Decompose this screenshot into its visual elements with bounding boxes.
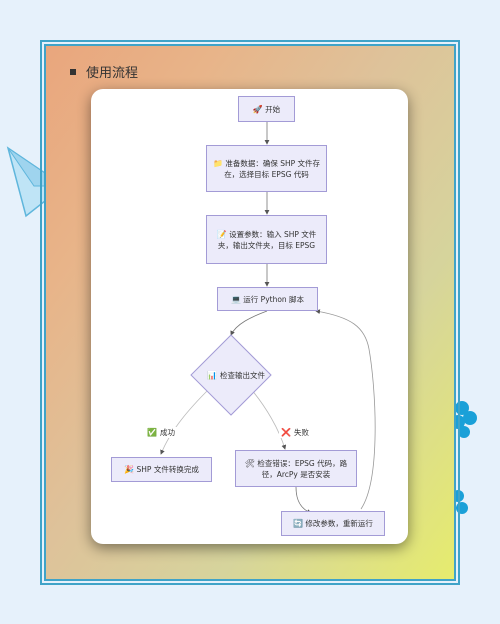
node-check: 📊 检查输出文件 [197,362,275,388]
edge-label-failure: ❌ 失败 [279,427,311,438]
decision-diamond [190,334,272,416]
edge-label-success: ✅ 成功 [145,427,177,438]
flowchart-connectors [160,122,376,514]
bullet-square-icon [70,68,76,75]
memo-icon: 📝 [216,229,227,239]
frame-border [40,40,460,585]
edge-debug-retry [295,486,312,514]
node-prepare: 📁 准备数据：确保 SHP 文件存在，选择目标 EPSG 代码 [206,145,327,192]
folder-icon: 📁 [212,158,223,168]
edge-retry-run [315,309,376,510]
rocket-icon: 🚀 [252,104,263,114]
edge-check-done [160,388,210,455]
refresh-icon: 🔄 [293,519,304,528]
cross-mark-icon: ❌ [281,428,291,437]
node-retry-text: 修改参数，重新运行 [305,519,373,528]
tools-icon: 🛠 [244,458,256,468]
section-heading: 使用流程 [70,62,138,81]
node-start: 🚀 开始 [238,96,295,122]
node-done: 🎉 SHP 文件转换完成 [111,457,212,482]
party-popper-icon: 🎉 [124,465,135,474]
edge-run-check [230,310,268,336]
node-config: 📝 设置参数：输入 SHP 文件夹，输出文件夹，目标 EPSG [206,215,327,264]
node-check-text: 检查输出文件 [219,370,265,380]
node-done-text: SHP 文件转换完成 [136,465,199,474]
edge-label-success-text: 成功 [159,428,175,437]
chart-icon: 📊 [207,370,217,380]
check-mark-icon: ✅ [147,428,157,437]
node-prepare-text: 准备数据：确保 SHP 文件存在，选择目标 EPSG 代码 [224,158,321,179]
edge-label-failure-text: 失败 [293,428,309,437]
laptop-icon: 💻 [230,294,241,304]
node-debug-text: 检查错误：EPSG 代码，路径，ArcPy 是否安装 [257,458,348,479]
node-debug: 🛠 检查错误：EPSG 代码，路径，ArcPy 是否安装 [235,450,357,487]
node-run: 💻 运行 Python 脚本 [217,287,318,311]
node-start-text: 开始 [265,104,281,114]
flowchart-card: 🚀 开始 📁 准备数据：确保 SHP 文件存在，选择目标 EPSG 代码 📝 设… [91,89,408,544]
node-run-text: 运行 Python 脚本 [243,294,305,304]
node-retry: 🔄 修改参数，重新运行 [281,511,385,536]
node-config-text: 设置参数：输入 SHP 文件夹，输出文件夹，目标 EPSG [217,229,317,250]
edge-check-debug [250,388,287,450]
section-title-text: 使用流程 [86,66,139,81]
